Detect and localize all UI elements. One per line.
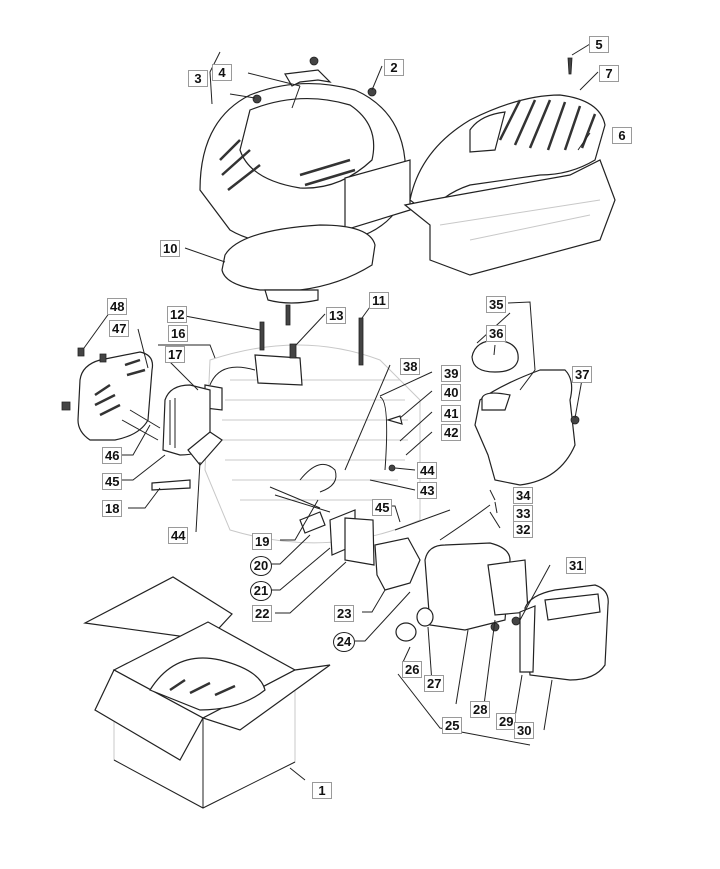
callout-48[interactable]: 48 [107,298,128,315]
callout-17[interactable]: 19 [252,533,273,550]
callout-18[interactable]: 20 [250,556,272,576]
callout-23[interactable]: 25 [442,717,463,734]
callout-40[interactable]: 42 [441,424,462,441]
callout-30[interactable]: 32 [513,521,534,538]
callout-2[interactable]: 2 [384,59,404,76]
carb-gasket [344,517,375,566]
seal-ring [416,607,434,627]
callout-13[interactable]: 13 [326,307,347,324]
bolt-icon [289,343,297,359]
starter-handle [284,69,332,109]
callout-21[interactable]: 23 [334,605,355,622]
callout-6[interactable]: 6 [612,127,632,144]
bolt-icon [99,353,107,363]
callout-5[interactable]: 5 [589,36,609,53]
callout-26[interactable]: 28 [470,701,491,718]
callout-24[interactable]: 26 [402,661,423,678]
exhaust-gasket [187,431,223,466]
callout-37[interactable]: 39 [441,365,462,382]
throttle-rod [394,509,451,531]
muffler [162,384,211,456]
callout-44[interactable]: 44 [168,527,189,544]
nut-icon [490,622,500,632]
spark-plug [151,479,191,491]
shipping-box [83,576,331,809]
callout-1[interactable]: 1 [312,782,332,799]
callout-20[interactable]: 22 [252,605,273,622]
callout-15[interactable]: 17 [165,346,186,363]
bolt-icon [61,401,71,411]
callout-27[interactable]: 29 [496,713,517,730]
callout-16[interactable]: 18 [102,500,123,517]
callout-41[interactable]: 43 [417,482,438,499]
insulator-gasket [299,511,326,534]
callout-29[interactable]: 31 [566,557,587,574]
base-plate [221,224,376,304]
leader-lines [83,43,599,781]
callout-32[interactable]: 34 [513,487,534,504]
engine-cover [403,94,616,276]
callout-42[interactable]: 44 [417,462,438,479]
stud-icon [358,317,364,366]
callout-36[interactable]: 38 [400,358,421,375]
plug [395,622,417,642]
bolt-icon [285,304,291,326]
bracket [385,415,403,425]
callout-25[interactable]: 27 [424,675,445,692]
callout-14[interactable]: 16 [168,325,189,342]
breather-tube [299,463,337,493]
fuel-line [439,504,491,541]
callout-22[interactable]: 24 [333,632,355,652]
callout-35[interactable]: 37 [572,366,593,383]
callout-47[interactable]: 47 [109,320,130,337]
filter-element [519,605,536,673]
air-filter-cover [524,584,609,681]
muffler-bolt [121,419,159,441]
air-filter-housing [424,542,529,631]
nut-icon [367,87,377,97]
callout-12[interactable]: 12 [167,306,188,323]
callout-43[interactable]: 45 [372,499,393,516]
screw-icon [567,57,573,75]
stud-icon [259,321,265,351]
callout-39[interactable]: 41 [441,405,462,422]
carb-studs [269,486,331,513]
fuel-tank [474,369,576,486]
muffler-bolt [129,409,161,429]
callout-31[interactable]: 33 [513,505,534,522]
callout-10[interactable]: 10 [160,240,181,257]
callout-4[interactable]: 4 [212,64,232,81]
muffler-guard [77,351,154,441]
callout-19[interactable]: 21 [250,581,272,601]
fuel-cap [471,339,519,373]
ignition-coil [204,354,303,411]
nut-icon [388,464,396,472]
blower-housing [199,82,411,246]
callout-34[interactable]: 36 [486,325,507,342]
callout-3[interactable]: 3 [188,70,208,87]
callout-38[interactable]: 40 [441,384,462,401]
governor-lever [379,396,388,471]
nut-icon [309,56,319,66]
callout-46[interactable]: 46 [102,447,123,464]
callout-33[interactable]: 35 [486,296,507,313]
callout-11[interactable]: 11 [369,292,389,309]
carburetor [374,537,421,591]
callout-28[interactable]: 30 [514,722,535,739]
bolt-icon [77,347,85,357]
nut-icon [252,94,262,104]
nut-icon [511,616,521,626]
callout-45[interactable]: 45 [102,473,123,490]
callout-7[interactable]: 7 [599,65,619,82]
